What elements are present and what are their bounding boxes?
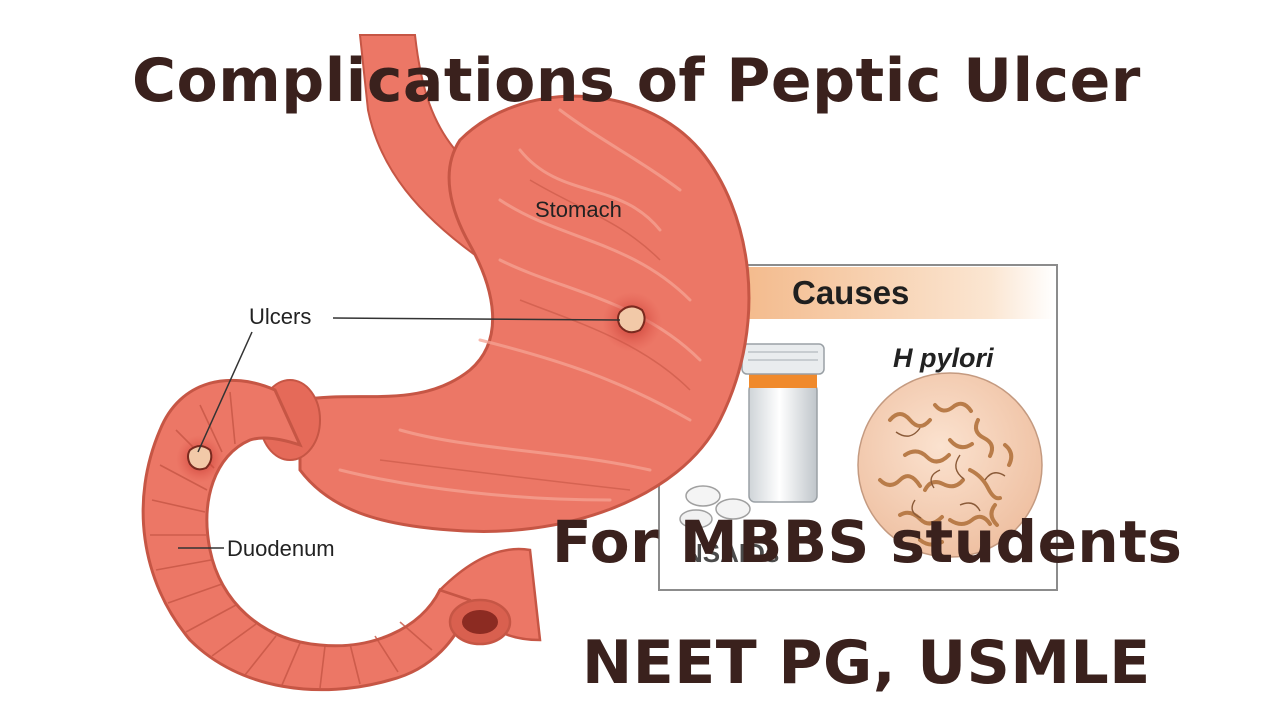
subtitle-line-1: For MBBS students <box>552 508 1183 576</box>
stomach-label: Stomach <box>535 197 622 222</box>
gi-tract <box>141 34 751 692</box>
pill-bottle-icon <box>741 343 825 503</box>
cause-nsaids-label: NSAIDs <box>684 538 779 568</box>
ulcer-leader-line-duodenum <box>197 331 253 453</box>
tablets-icon <box>679 485 751 529</box>
stomach-ulcer <box>602 292 662 352</box>
ulcer-leader-line-stomach <box>332 317 621 321</box>
cause-h-pylori-label: H pylori <box>893 343 994 373</box>
causes-panel: Causes NSAIDs H pylori <box>658 264 1058 591</box>
subtitle-line-2: NEET PG, USMLE <box>582 628 1151 698</box>
duodenum-label: Duodenum <box>227 536 335 561</box>
causes-title: Causes <box>792 274 909 311</box>
stomach <box>298 94 751 534</box>
duodenal-ulcer <box>176 435 224 483</box>
main-title: Complications of Peptic Ulcer <box>132 46 1141 116</box>
ulcers-label: Ulcers <box>249 304 311 329</box>
h-pylori-bacteria-icon <box>857 372 1043 558</box>
anatomy-labels: Stomach Ulcers Duodenum <box>178 197 622 561</box>
